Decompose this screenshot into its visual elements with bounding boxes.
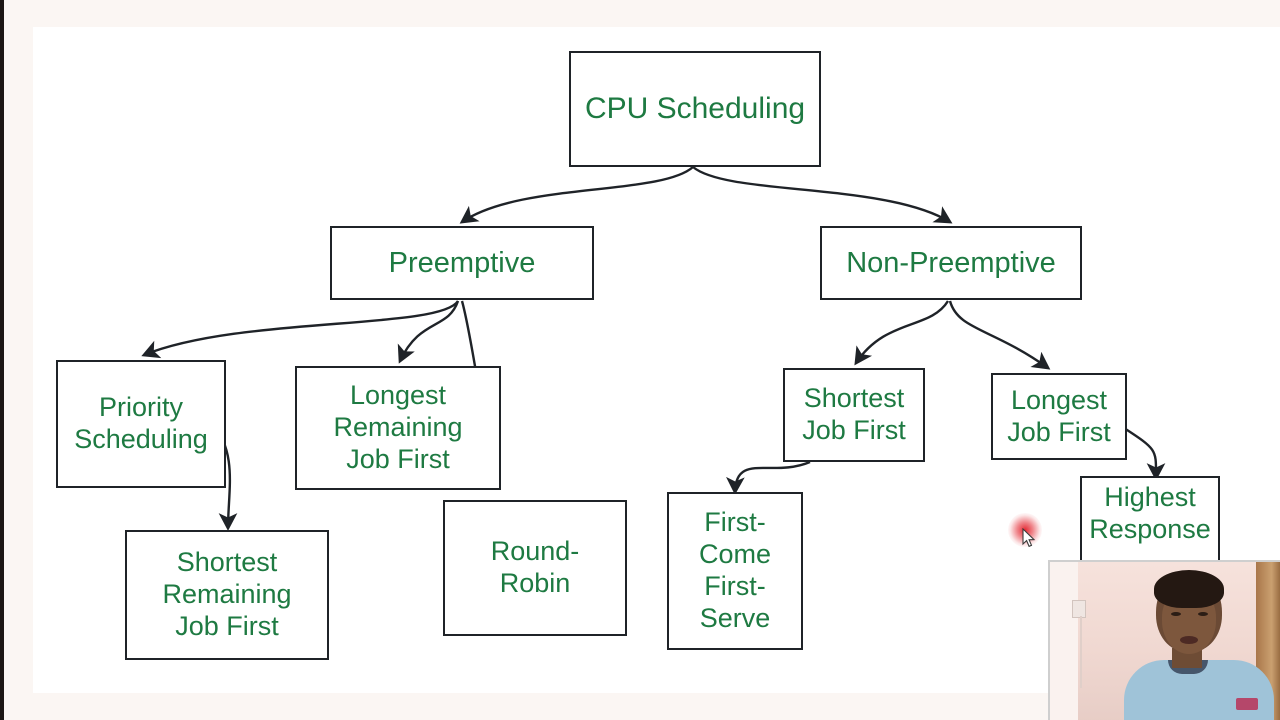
webcam-shirt-logo: [1236, 698, 1258, 710]
left-edge-strip: [0, 0, 4, 720]
node-non-preemptive[interactable]: Non-Preemptive: [820, 226, 1082, 300]
webcam-wall-cord: [1080, 616, 1082, 688]
node-first-come-first-serve[interactable]: First- Come First- Serve: [667, 492, 803, 650]
presenter-webcam-overlay[interactable]: [1048, 560, 1280, 720]
node-longest-job-first[interactable]: Longest Job First: [991, 373, 1127, 460]
node-preemptive[interactable]: Preemptive: [330, 226, 594, 300]
node-longest-remaining-job-first[interactable]: Longest Remaining Job First: [295, 366, 501, 490]
webcam-person-hair: [1154, 570, 1224, 608]
node-round-robin[interactable]: Round- Robin: [443, 500, 627, 636]
webcam-person-mouth: [1180, 636, 1198, 644]
node-priority-scheduling[interactable]: Priority Scheduling: [56, 360, 226, 488]
webcam-person-eye-left: [1171, 612, 1181, 616]
node-shortest-job-first[interactable]: Shortest Job First: [783, 368, 925, 462]
webcam-wall-left-panel: [1050, 562, 1078, 720]
webcam-person-eye-right: [1198, 612, 1208, 616]
mouse-pointer-icon: [1022, 528, 1036, 548]
webcam-light-switch: [1072, 600, 1086, 618]
node-cpu-scheduling[interactable]: CPU Scheduling: [569, 51, 821, 167]
node-shortest-remaining-job-first[interactable]: Shortest Remaining Job First: [125, 530, 329, 660]
